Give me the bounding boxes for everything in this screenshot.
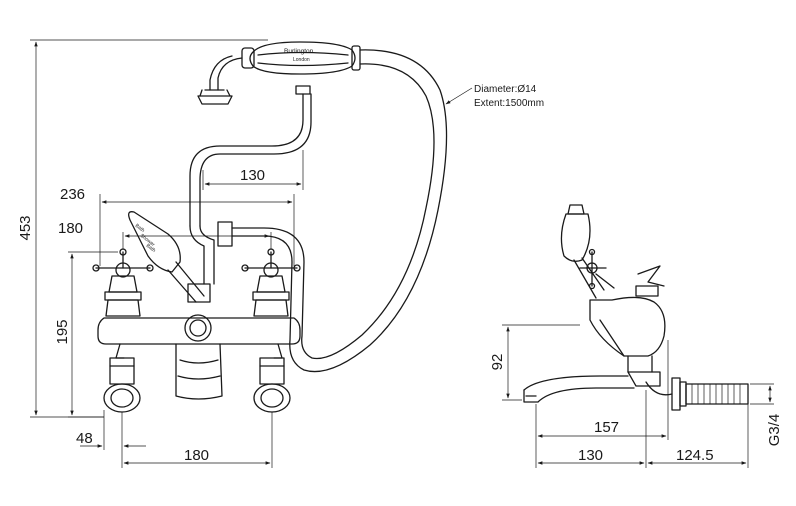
side-crosshead <box>579 248 615 290</box>
dim-base-offset: 48 <box>76 430 93 447</box>
right-valve <box>241 248 301 317</box>
side-tail <box>645 377 749 411</box>
dim-base-centres: 180 <box>184 447 209 464</box>
dim-thread: G3/4 <box>766 414 783 447</box>
side-body <box>589 296 666 387</box>
left-leg <box>103 357 141 413</box>
brand-city: London <box>293 57 310 63</box>
tap-body <box>97 314 301 400</box>
front-view: Burlington London <box>17 39 544 468</box>
dim-side-projection: 157 <box>594 419 619 436</box>
front-dimensions: 453 195 236 180 130 <box>17 39 304 468</box>
side-dimensions: 92 157 130 124.5 G3/4 <box>489 324 783 468</box>
side-lever <box>560 204 605 299</box>
right-leg <box>253 357 291 413</box>
brand-name: Burlington <box>284 48 314 55</box>
side-hose-connector <box>635 265 665 297</box>
dim-spout-height: 92 <box>489 354 506 371</box>
lever-text-1: Bath <box>134 223 146 234</box>
dim-overall-width: 236 <box>60 186 85 203</box>
dim-handset-offset: 130 <box>240 167 265 184</box>
side-view: 92 157 130 124.5 G3/4 <box>489 204 783 468</box>
hose-diameter: Diameter:Ø14 <box>474 84 537 95</box>
dim-top-width: 180 <box>58 220 83 237</box>
dim-tail-length: 124.5 <box>676 447 714 464</box>
shower-handset: Burlington London <box>197 41 361 105</box>
dim-overall-height: 453 <box>17 215 34 240</box>
lever-text-3: Bath <box>145 243 157 254</box>
hose-note: Diameter:Ø14 Extent:1500mm <box>445 84 544 109</box>
hose-extent: Extent:1500mm <box>474 98 544 109</box>
shower-hose <box>231 49 448 373</box>
handset-cradle <box>187 85 312 303</box>
dim-side-depth: 130 <box>578 447 603 464</box>
left-valve <box>92 248 154 317</box>
side-spout <box>523 375 635 403</box>
dim-body-height: 195 <box>54 319 71 344</box>
diverter-lever: Bath Shower Bath <box>128 211 205 303</box>
